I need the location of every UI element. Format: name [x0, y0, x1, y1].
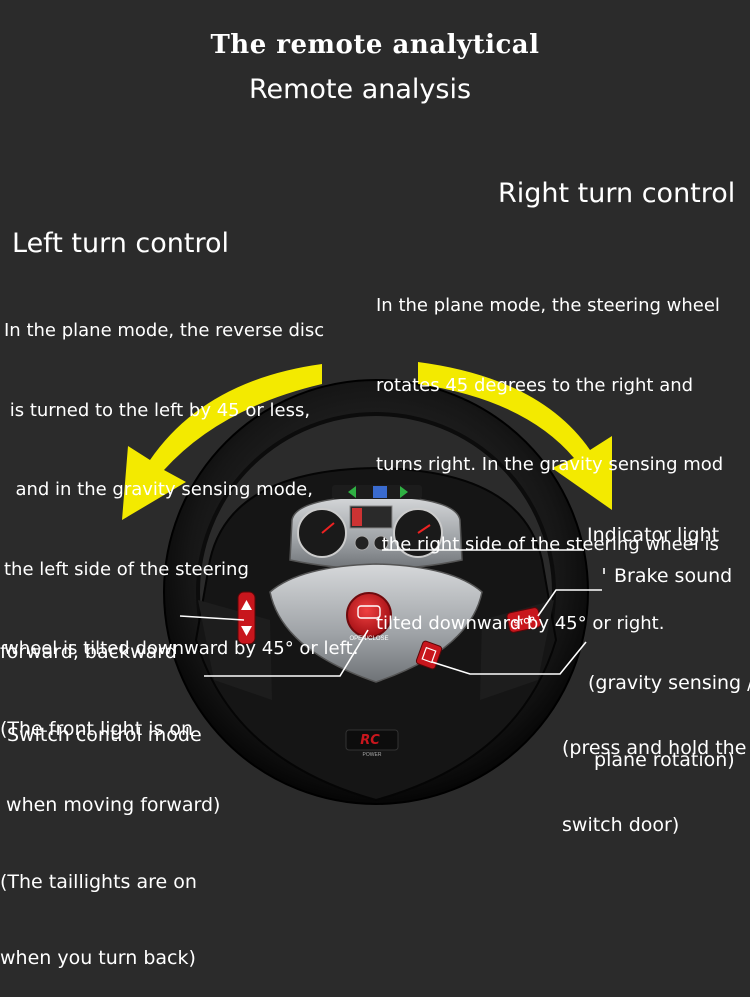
brake-leader: [537, 589, 602, 617]
rc-logo: RC: [360, 733, 380, 748]
open-close-label: OPEN/CLOSE: [349, 636, 388, 642]
left-desc-line: the left side of the steering: [4, 558, 249, 580]
right-indicator-icon: [400, 486, 408, 498]
right-desc-line: turns right. In the gravity sensing mod: [376, 454, 724, 475]
left-turn-description: In the plane mode, the reverse disc is t…: [4, 265, 358, 689]
right-turn-description: In the plane mode, the steering wheel ro…: [376, 240, 750, 664]
switch-mode-label: Switch control mode: [7, 724, 202, 746]
brake-sound-label: Brake sound: [614, 565, 733, 587]
forward-leader: [179, 615, 245, 621]
switch-mode-leader: [204, 629, 369, 677]
gravity-plane-label: (gravity sensing / plane rotation): [588, 672, 750, 771]
arrow-down-icon: [241, 626, 252, 636]
switch-door-label: (press and hold the switch door): [562, 737, 747, 836]
left-turn-arrow: [122, 364, 322, 520]
right-turn-heading: Right turn control: [498, 178, 736, 209]
left-turn-heading: Left turn control: [12, 228, 229, 259]
switch-door-button[interactable]: [415, 640, 443, 670]
left-desc-line: and in the gravity sensing mode,: [4, 479, 313, 500]
forward-backward-label: forward, backward (The front light is on…: [0, 641, 221, 969]
left-desc-line: is turned to the left by 45 or less,: [4, 399, 311, 421]
open-close-button[interactable]: [346, 592, 392, 638]
right-turn-arrow: [418, 362, 612, 510]
left-indicator-icon: [348, 486, 356, 498]
left-desc-line: wheel is tilted downward by 45° or left.: [4, 638, 359, 659]
stop-button[interactable]: [506, 607, 542, 633]
page-title: The remote analytical: [210, 30, 540, 60]
headlight-indicator-icon: [373, 486, 387, 498]
indicator-light-label: Indicator light: [587, 524, 720, 546]
right-desc-line: the right side of the steering wheel is: [376, 533, 719, 555]
svg-text:POWER: POWER: [363, 752, 382, 758]
arrow-up-icon: [241, 600, 252, 610]
right-desc-line: rotates 45 degrees to the right and: [376, 374, 694, 396]
page-subtitle: Remote analysis: [248, 74, 472, 105]
steering-wheel-illustration: OPEN/CLOSE STOP RC POWER: [122, 362, 612, 805]
forward-backward-buttons[interactable]: [237, 591, 256, 645]
right-desc-line: tilted downward by 45° or right.: [376, 613, 665, 634]
right-desc-line: In the plane mode, the steering wheel: [376, 295, 720, 316]
left-desc-line: In the plane mode, the reverse disc: [4, 320, 325, 341]
gravity-leader: [431, 641, 587, 675]
